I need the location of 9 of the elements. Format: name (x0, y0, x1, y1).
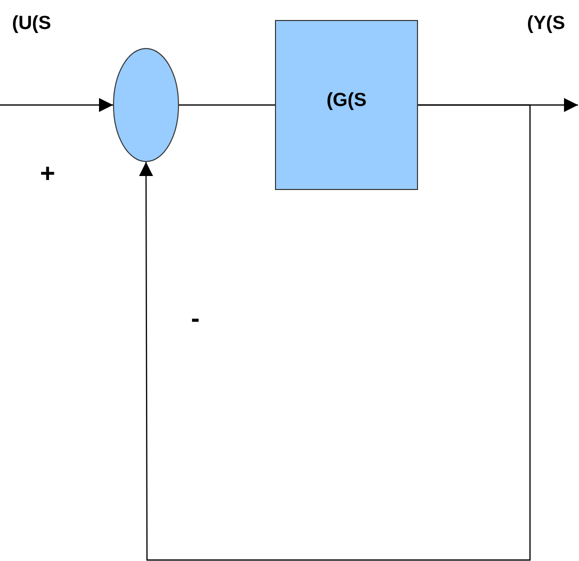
block-box (275, 20, 418, 190)
transfer-function-label: (G(S (326, 90, 367, 112)
sign-label: - (191, 305, 200, 331)
arrow (0, 98, 113, 112)
sign-label: + (40, 160, 56, 186)
signal-label: (U(S (12, 14, 52, 33)
arrow (139, 104, 531, 561)
summing-junction (113, 48, 179, 162)
signal-label: (Y(S (527, 14, 565, 33)
